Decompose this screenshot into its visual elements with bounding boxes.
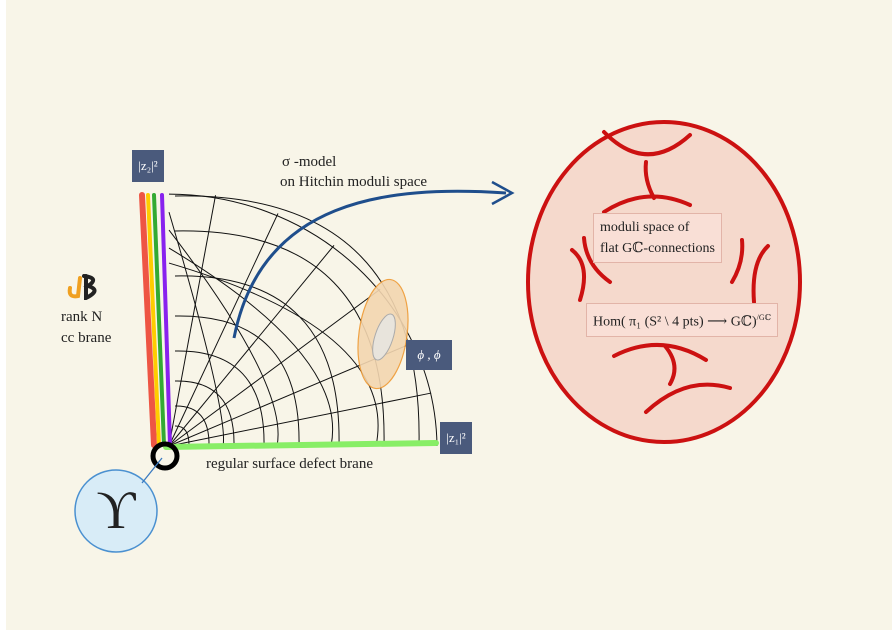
grid-arc: [175, 316, 299, 446]
grid-radial-line: [169, 213, 278, 446]
phi-label: ϕ , ϕ: [406, 340, 452, 370]
defect-brane-label: regular surface defect brane: [206, 454, 373, 474]
hom-box-sup: /Gℂ: [757, 313, 771, 322]
moduli-space-box: moduli space of flat Gℂ-connections: [593, 213, 722, 263]
hom-box-text: Hom( π₁ (S² \ 4 pts) ⟶ Gℂ): [593, 315, 757, 330]
sigma-model-line2: on Hitchin moduli space: [280, 172, 427, 192]
rainbow-brane-stripes: [142, 195, 170, 445]
brane-logo: [66, 272, 100, 300]
moduli-oval: [528, 122, 800, 442]
cc-brane-line2: cc brane: [61, 328, 111, 348]
diagram-canvas: σ -model on Hitchin moduli space rank N …: [6, 0, 892, 630]
moduli-box-line2: flat Gℂ-connections: [600, 238, 715, 259]
grid-radial-line: [169, 289, 380, 446]
moduli-box-line1: moduli space of: [600, 217, 715, 238]
grid-arc: [175, 406, 209, 446]
axis-label-right: |z₁|²: [440, 422, 472, 454]
defect-brane-line: [166, 443, 436, 447]
grid-radial-line: [169, 245, 334, 446]
hom-box: Hom( π₁ (S² \ 4 pts) ⟶ Gℂ)/Gℂ: [586, 303, 778, 337]
grid-arc: [175, 276, 339, 446]
grid-radial-line: [169, 195, 216, 446]
cc-brane-line1: rank N: [61, 307, 102, 327]
axis-label-top: |z₂|²: [132, 150, 164, 182]
grid-cross-arc: [169, 263, 378, 446]
upsilon-symbol: ϒ: [88, 478, 144, 542]
sigma-model-line1: σ -model: [282, 152, 336, 172]
